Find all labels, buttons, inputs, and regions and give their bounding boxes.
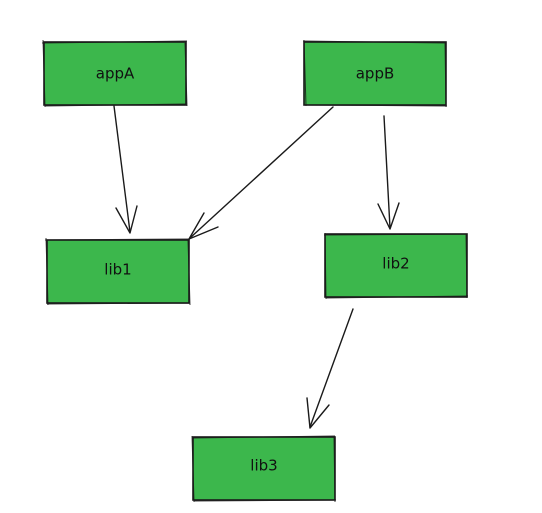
edge-appA-lib1 (113, 105, 138, 234)
node-appA[interactable]: appA (41, 39, 188, 108)
edge-line (383, 115, 391, 229)
edges (113, 105, 400, 429)
node-lib2[interactable]: lib2 (323, 232, 469, 300)
node-label: lib2 (382, 255, 409, 273)
node-appB[interactable]: appB (302, 39, 448, 108)
edge-line (113, 105, 131, 233)
node-box-sketch (41, 39, 188, 108)
arrow-head-icon (306, 397, 330, 429)
node-lib1[interactable]: lib1 (44, 237, 191, 306)
node-lib3[interactable]: lib3 (191, 435, 337, 503)
edge-appB-lib2 (377, 115, 400, 230)
node-box-sketch (302, 39, 448, 108)
node-box-sketch (191, 435, 337, 503)
node-label: lib3 (250, 457, 277, 475)
arrow-head-icon (115, 205, 138, 234)
node-box-sketch (44, 237, 191, 306)
arrow-head-icon (377, 202, 400, 230)
edge-lib2-lib3 (306, 308, 354, 429)
node-box (192, 436, 336, 501)
node-box-sketch (323, 232, 469, 300)
edge-appB-lib1 (188, 106, 334, 240)
node-label: appB (356, 65, 395, 83)
node-label: appA (96, 65, 135, 83)
edge-line (189, 106, 334, 239)
edge-line (309, 308, 354, 428)
node-label: lib1 (104, 261, 131, 279)
